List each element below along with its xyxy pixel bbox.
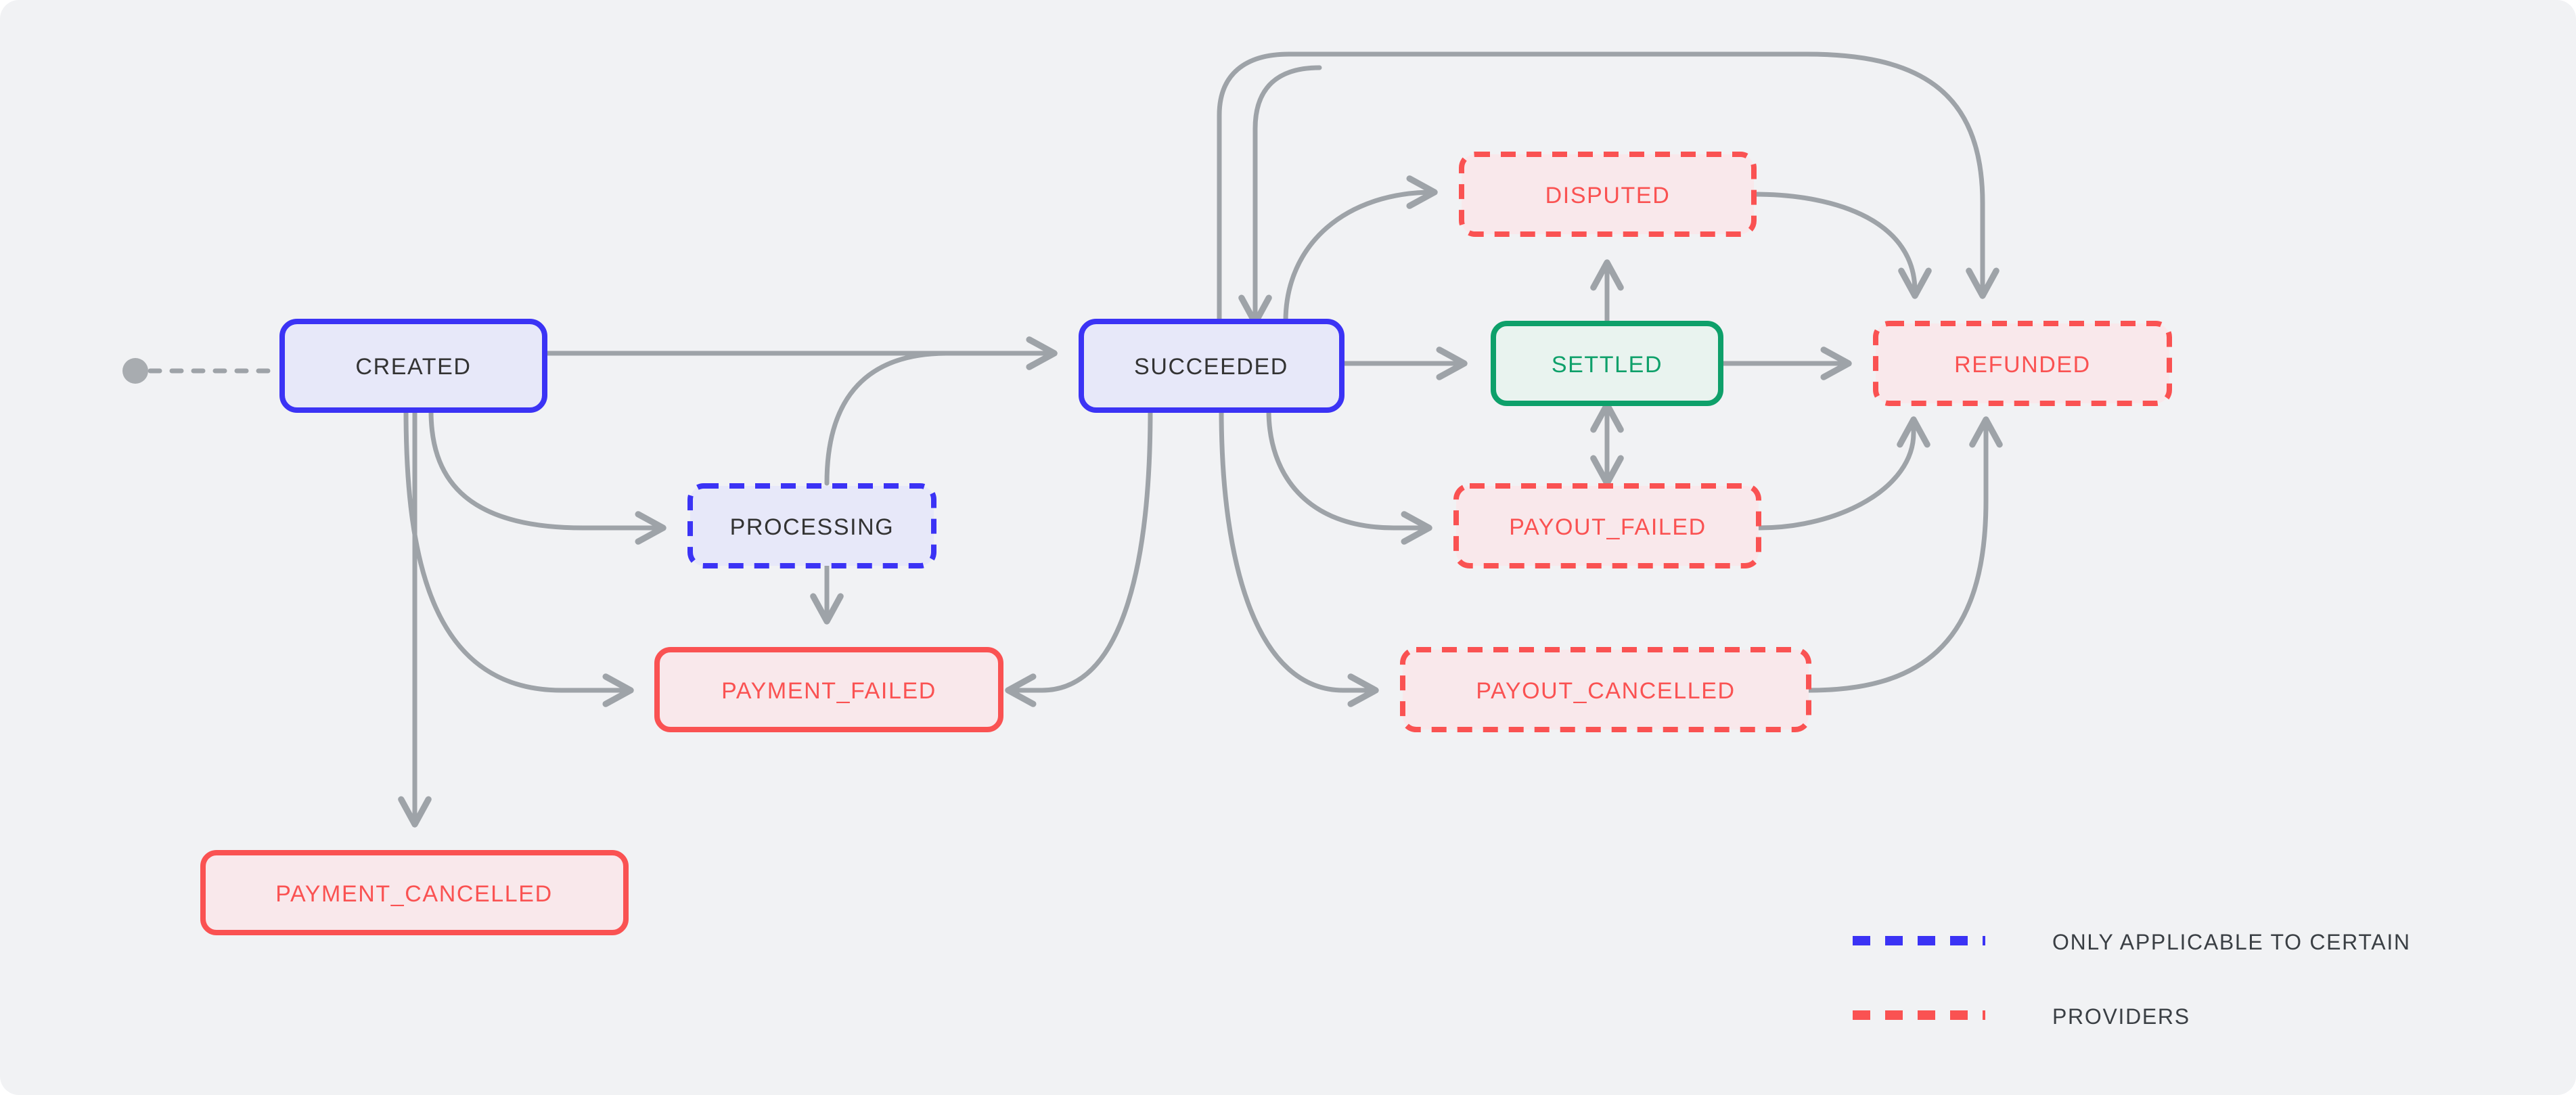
- node-refunded[interactable]: REFUNDED: [1873, 321, 2172, 406]
- legend: ONLY APPLICABLE TO CERTAIN PROVIDERS: [1853, 930, 2411, 1029]
- edge-payoutfailed-refunded: [1756, 416, 1930, 531]
- node-layer: CREATED PROCESSING PAYMENT_FAILED PAYMEN…: [200, 152, 2172, 935]
- edge-succeeded-paymentfailed: [1005, 407, 1153, 707]
- node-payout-failed-box[interactable]: [1453, 483, 1761, 568]
- legend-label-blue-dashed: ONLY APPLICABLE TO CERTAIN: [2052, 930, 2411, 954]
- node-payout-cancelled[interactable]: PAYOUT_CANCELLED: [1400, 647, 1811, 732]
- node-settled-label: SETTLED: [1552, 352, 1663, 378]
- legend-item-blue-dashed: ONLY APPLICABLE TO CERTAIN: [1853, 930, 2411, 954]
- node-created-label: CREATED: [355, 354, 471, 380]
- node-payment-failed-label: PAYMENT_FAILED: [721, 678, 936, 704]
- node-settled-box[interactable]: [1491, 321, 1723, 406]
- node-processing-box[interactable]: [687, 483, 936, 568]
- node-processing[interactable]: PROCESSING: [687, 483, 936, 568]
- legend-label-red-dashed: PROVIDERS: [2052, 1004, 2190, 1029]
- edge-layer: [148, 51, 2003, 828]
- node-settled[interactable]: SETTLED: [1491, 321, 1723, 406]
- edge-processing-succeeded: [824, 336, 1058, 486]
- node-disputed-label: DISPUTED: [1545, 183, 1671, 208]
- node-succeeded-box[interactable]: [1079, 319, 1345, 413]
- edge-created-paymentfailed: [403, 408, 634, 707]
- edge-payoutcancelled-refunded: [1806, 416, 2003, 693]
- node-refunded-label: REFUNDED: [1954, 352, 2091, 378]
- node-payment-cancelled[interactable]: PAYMENT_CANCELLED: [200, 850, 629, 935]
- node-payment-failed-box[interactable]: [654, 647, 1003, 732]
- node-succeeded[interactable]: SUCCEEDED: [1079, 319, 1345, 413]
- node-created[interactable]: CREATED: [279, 319, 547, 413]
- edge-succeeded-payoutcancelled: [1219, 407, 1379, 707]
- node-payout-cancelled-box[interactable]: [1400, 647, 1811, 732]
- node-succeeded-label: SUCCEEDED: [1134, 354, 1288, 380]
- edge-succeeded-refunded-top: [1217, 51, 1999, 323]
- node-processing-label: PROCESSING: [730, 514, 895, 540]
- node-payment-failed[interactable]: PAYMENT_FAILED: [654, 647, 1003, 732]
- edge-succeeded-disputed: [1283, 175, 1438, 324]
- node-payment-cancelled-box[interactable]: [200, 850, 629, 935]
- node-refunded-box[interactable]: [1873, 321, 2172, 406]
- node-created-box[interactable]: [279, 319, 547, 413]
- node-disputed-box[interactable]: [1459, 152, 1757, 237]
- edge-cluster-rail-into-succeeded: [1238, 65, 1322, 326]
- start-node: [122, 358, 148, 384]
- node-disputed[interactable]: DISPUTED: [1459, 152, 1757, 237]
- node-payout-cancelled-label: PAYOUT_CANCELLED: [1476, 678, 1735, 704]
- edge-created-processing: [428, 408, 666, 545]
- edge-disputed-refunded: [1751, 192, 1932, 299]
- node-payment-cancelled-label: PAYMENT_CANCELLED: [275, 881, 552, 907]
- edge-succeeded-payoutfailed: [1266, 407, 1432, 545]
- legend-item-red-dashed: PROVIDERS: [1853, 1004, 2190, 1029]
- node-payout-failed[interactable]: PAYOUT_FAILED: [1453, 483, 1761, 568]
- node-payout-failed-label: PAYOUT_FAILED: [1509, 514, 1707, 540]
